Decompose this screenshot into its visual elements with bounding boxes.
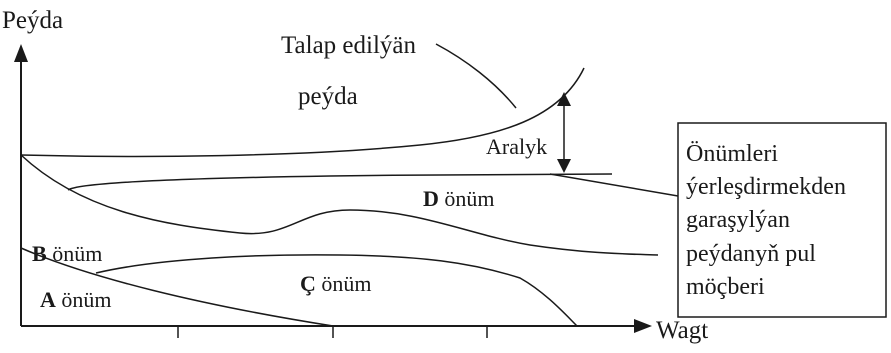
gap-arrow-down-icon: [557, 159, 571, 173]
product-d-label: D önüm: [423, 186, 495, 211]
gap-arrow-up-icon: [557, 92, 571, 106]
callout-box: [677, 122, 887, 318]
boundary-b-d-curve: [20, 154, 659, 256]
x-axis-label: Wagt: [656, 317, 708, 344]
callout-text-line1: Önümleri: [686, 141, 778, 167]
callout-text-line3: garaşylýan: [686, 207, 790, 233]
demanded-profit-label-line2: peýda: [298, 83, 358, 110]
demanded-profit-label-line1: Talap edilýän: [281, 32, 416, 59]
x-axis-arrow-icon: [634, 319, 652, 333]
boundary-a-b-curve: [20, 247, 334, 327]
callout-text-line2: ýerleşdirmekden: [686, 174, 846, 200]
demanded-profit-curve: [20, 67, 585, 158]
callout-text-line5: möçberi: [686, 274, 765, 300]
product-c-curve: [95, 254, 578, 327]
callout-leader-line: [549, 173, 679, 197]
callout-text-line4: peýdanyň pul: [686, 241, 816, 267]
y-axis-label: Peýda: [2, 7, 63, 34]
y-axis-arrow-icon: [14, 44, 28, 62]
product-a-label: A önüm: [40, 287, 112, 312]
product-c-label: Ç önüm: [300, 271, 372, 296]
demanded-profit-pointer: [435, 43, 517, 109]
product-d-top-curve: [67, 173, 613, 191]
gap-label: Aralyk: [486, 134, 547, 159]
product-b-label: B önüm: [32, 241, 102, 266]
